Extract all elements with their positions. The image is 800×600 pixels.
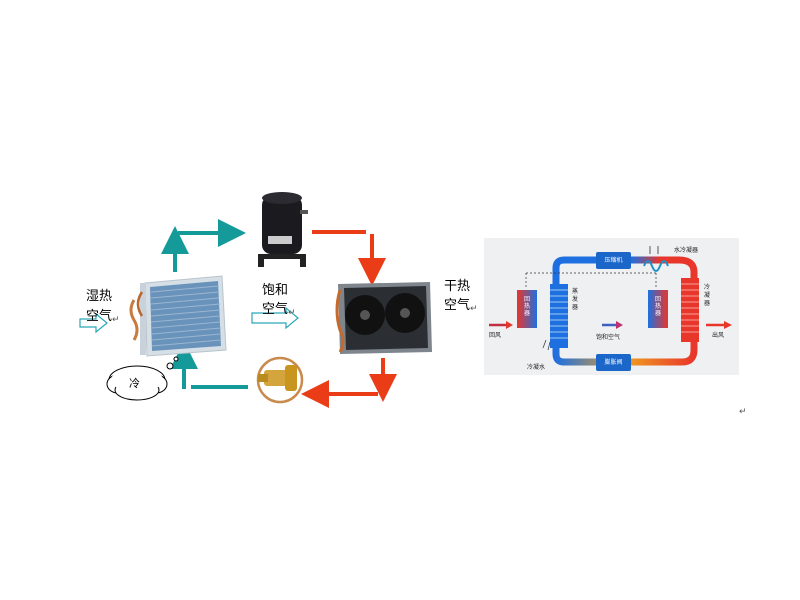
saturated-air-label-line2: 空气 bbox=[262, 302, 289, 317]
paragraph-mark: ↵ bbox=[739, 407, 747, 417]
air-in-arrow-left bbox=[79, 312, 108, 334]
condenser-label: 冷凝器 bbox=[704, 284, 711, 307]
water-condenser-label: 水冷凝器 bbox=[674, 247, 699, 254]
compressor-image bbox=[258, 192, 308, 267]
paragraph-mark: ↵ bbox=[470, 304, 478, 314]
expansion-valve-image bbox=[256, 356, 304, 404]
return-air-label: 回风 bbox=[489, 332, 502, 339]
wet-hot-air-label-line2: 空气 bbox=[86, 309, 113, 324]
dry-hot-air-label-line2: 空气 bbox=[444, 298, 471, 313]
cold-cloud bbox=[106, 356, 179, 401]
compressor-box: 压缩机 bbox=[596, 252, 631, 269]
dry-hot-air-label-line1: 干热 bbox=[444, 279, 471, 294]
evaporator-label: 蒸发器 bbox=[572, 288, 579, 311]
saturated-air-label-line1: 饱和 bbox=[262, 283, 289, 298]
paragraph-mark: ↵ bbox=[288, 308, 296, 318]
reheater-right-label: 回热器 bbox=[654, 296, 661, 317]
condenser-fan-image bbox=[335, 282, 432, 354]
evaporator-coil-image bbox=[129, 275, 227, 357]
reheater-left-label: 回热器 bbox=[523, 296, 530, 317]
wet-hot-air-label-line1: 湿热 bbox=[86, 289, 113, 304]
condensate-water-label: 冷凝水 bbox=[527, 364, 546, 371]
schematic-panel: 压缩机 膨胀阀 水冷凝器 回风 回热器 蒸发器 饱和空气 回热器 冷凝器 出风 … bbox=[484, 238, 739, 375]
outlet-air-label: 出风 bbox=[712, 332, 725, 339]
saturated-air-label: 饱和空气 bbox=[596, 334, 621, 341]
air-mid-arrow bbox=[251, 306, 299, 330]
cold-cloud-label: 冷 bbox=[129, 377, 140, 390]
expansion-valve-box: 膨胀阀 bbox=[596, 354, 631, 371]
paragraph-mark: ↵ bbox=[112, 315, 120, 325]
